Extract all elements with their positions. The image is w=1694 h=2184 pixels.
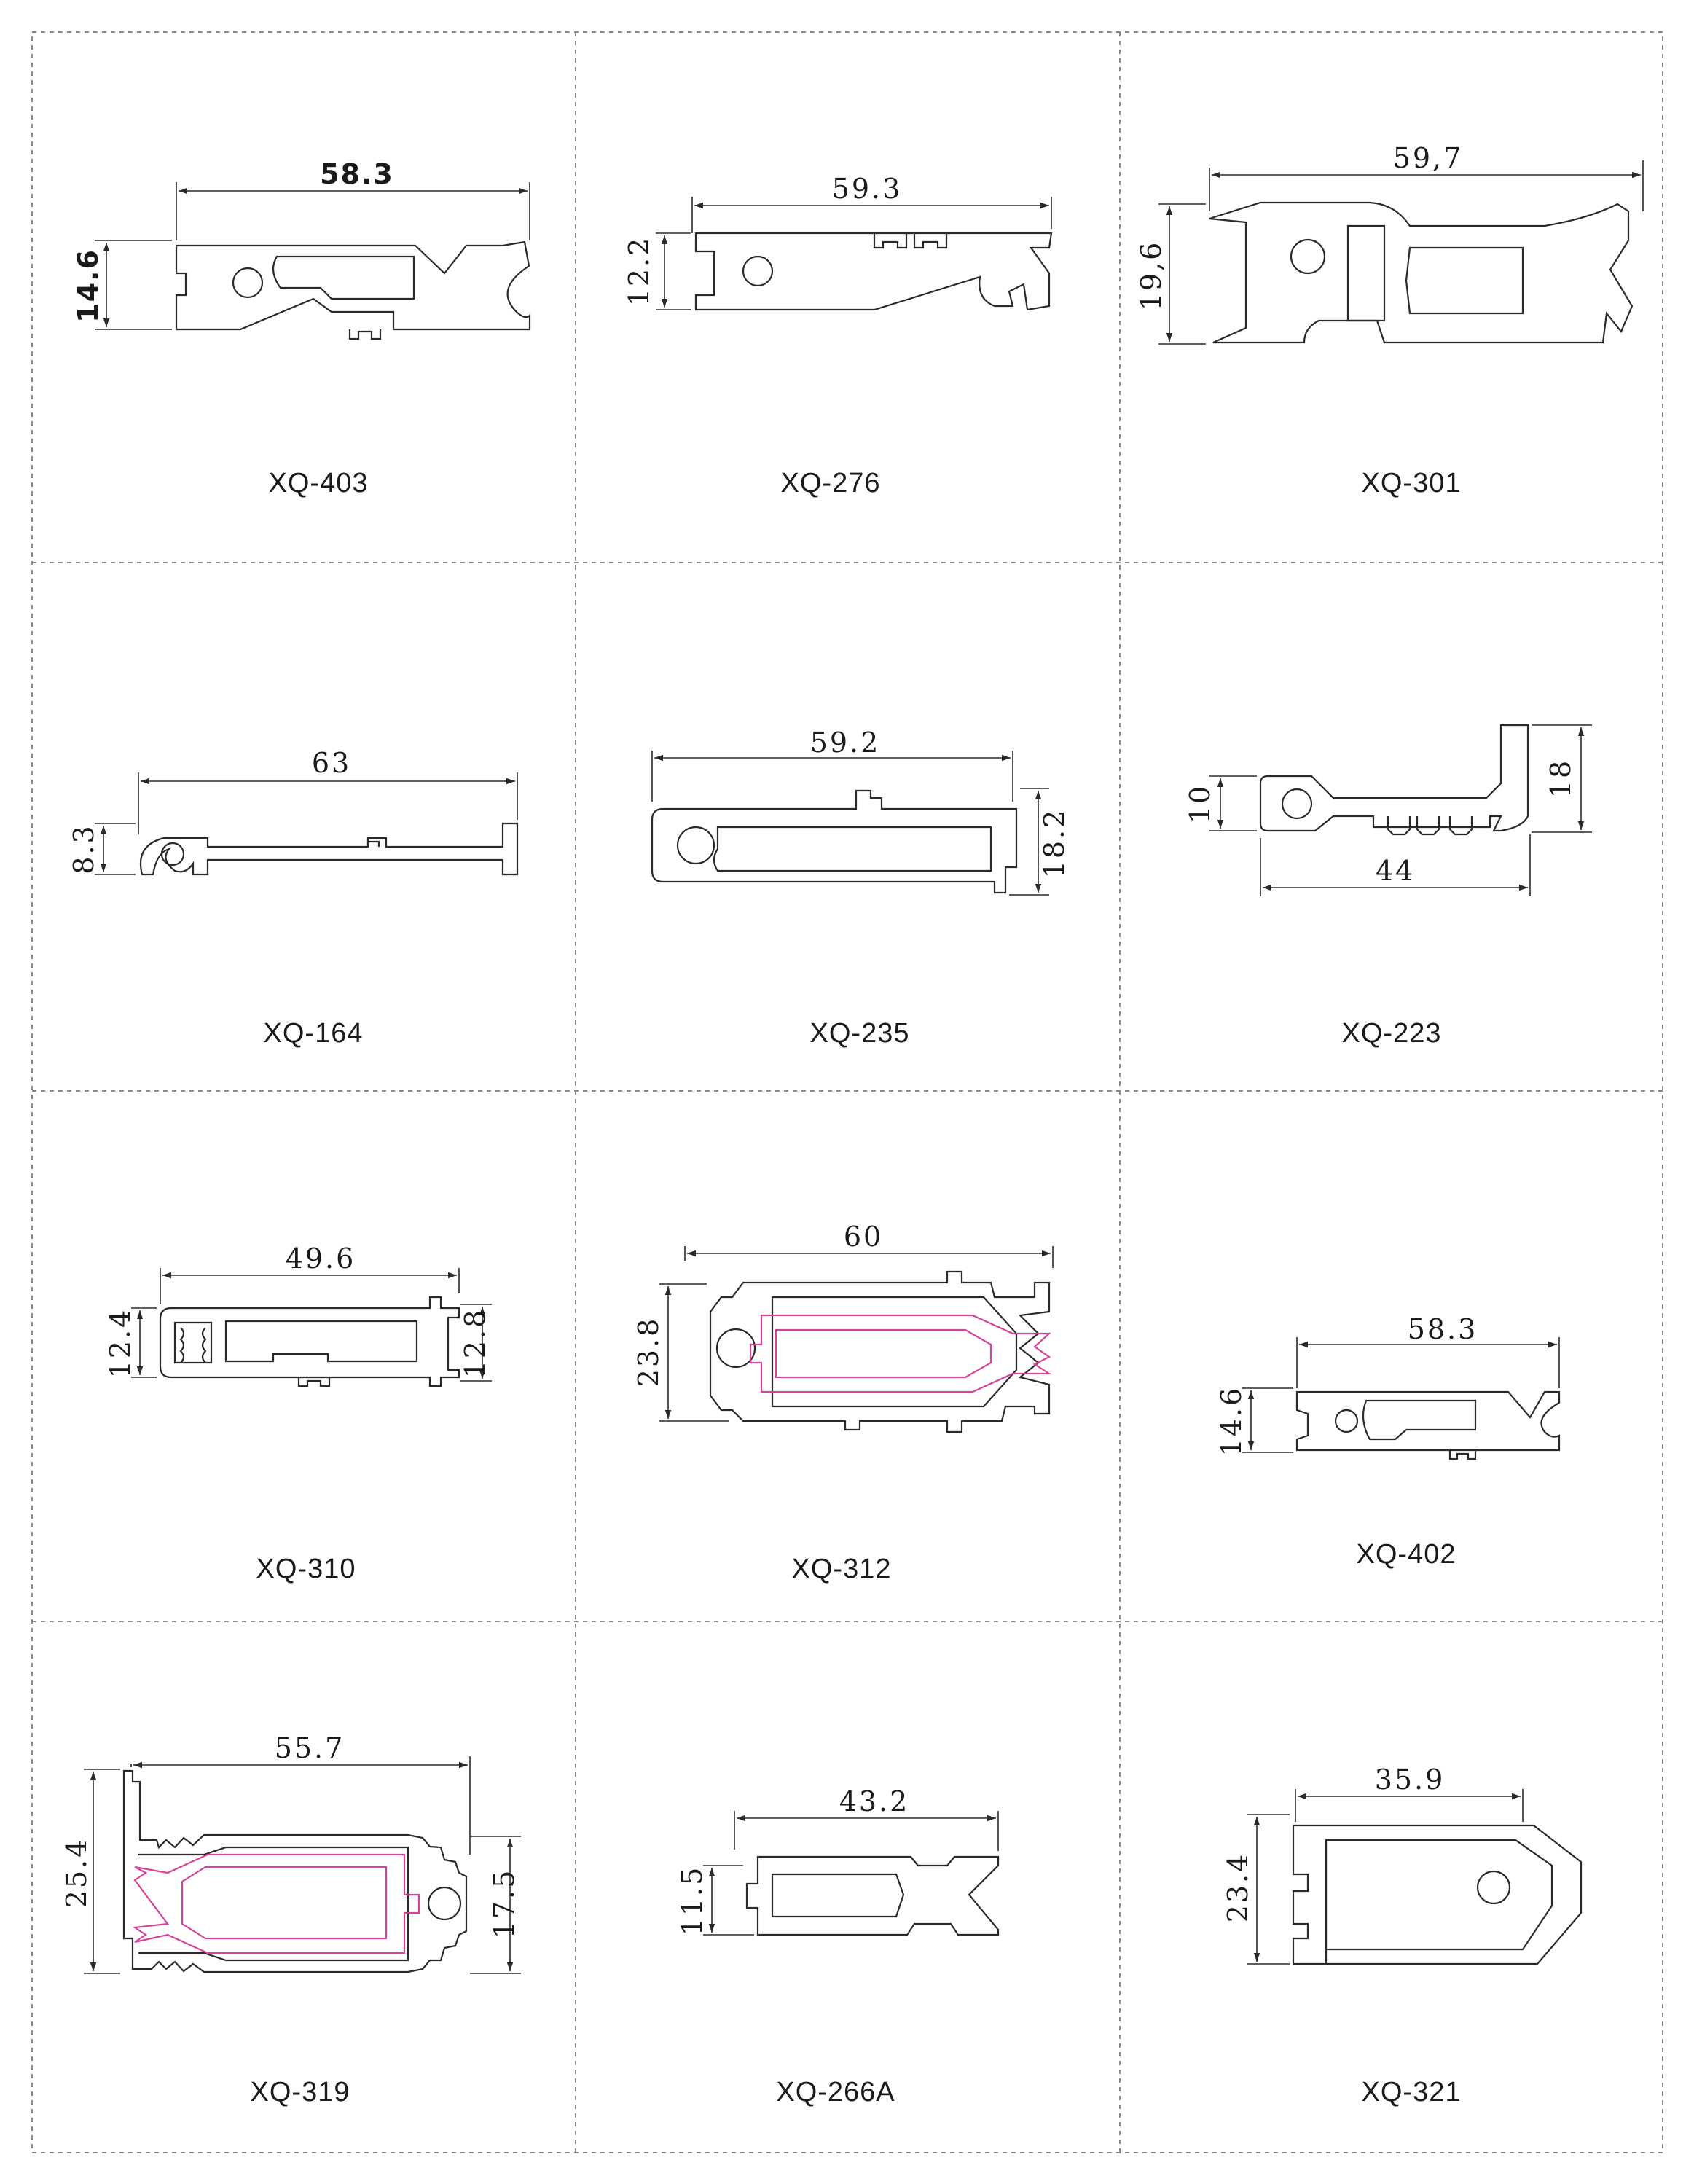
dimension-xq-164-width: 63 [312,747,351,779]
model-label-xq-319: XQ-319 [251,2077,350,2107]
dimension-xq-310-height-right: 12.8 [459,1308,491,1379]
cell-xq-266a: 43.2 11.5 XQ-266A [676,1785,1000,2107]
model-label-xq-312: XQ-312 [792,1554,892,1584]
model-label-xq-266a: XQ-266A [776,2077,895,2107]
catalog-grid [31,31,1663,2153]
model-label-xq-235: XQ-235 [810,1018,910,1049]
profile-xq-321-drawing [1292,1824,1583,1965]
dimension-xq-310-width: 49.6 [286,1242,356,1275]
model-label-xq-164: XQ-164 [264,1018,364,1049]
dimension-xq-310-height-left: 12.4 [104,1308,136,1379]
dimension-xq-319-height-right: 17.5 [488,1868,520,1939]
profile-xq-402-drawing [1295,1390,1561,1452]
dimension-xq-403-width: 58.3 [320,158,394,190]
profile-xq-235-drawing [651,789,1018,894]
dimension-xq-321-height: 23.4 [1222,1852,1254,1923]
model-label-xq-276: XQ-276 [781,468,881,498]
profile-xq-301-drawing [1209,201,1634,344]
cell-xq-402: 58.3 14.6 XQ-402 [1215,1313,1561,1570]
dimension-xq-164-height: 8.3 [68,823,100,874]
cell-xq-312: 60 23.8 XQ-312 [632,1221,1054,1584]
cell-xq-321: 35.9 23.4 XQ-321 [1222,1764,1583,2107]
profile-xq-266a-drawing [745,1855,1000,1936]
model-label-xq-301: XQ-301 [1362,468,1462,498]
model-label-xq-403: XQ-403 [269,468,369,498]
dimension-xq-223-width: 44 [1376,855,1415,887]
gasket-xq-312 [749,1314,1052,1393]
profile-xq-223-drawing [1259,724,1529,832]
dimension-xq-319-width: 55.7 [275,1732,345,1764]
dimension-xq-312-width: 60 [844,1221,883,1253]
dimension-xq-312-height: 23.8 [632,1317,664,1387]
dimension-xq-321-width: 35.9 [1375,1764,1446,1796]
model-label-xq-402: XQ-402 [1357,1539,1456,1570]
cell-xq-403: 58.3 14.6 XQ-403 [72,158,531,498]
cell-xq-235: 59.2 18.2 XQ-235 [651,727,1070,1049]
dimension-xq-319-height-left: 25.4 [60,1838,93,1909]
profile-xq-319-drawing [122,1769,468,1973]
dimension-xq-276-height: 12.2 [623,236,655,307]
dimension-xq-301-width: 59,7 [1393,142,1464,174]
dimension-xq-235-width: 59.2 [810,727,881,759]
cell-xq-223: 44 10 18 XQ-223 [1184,724,1592,1049]
profile-xq-164-drawing [139,822,519,876]
dimension-xq-301-height: 19,6 [1135,240,1167,311]
dimension-xq-266a-width: 43.2 [839,1785,910,1817]
cell-xq-310: 49.6 12.4 12.8 XQ-310 [104,1242,492,1584]
model-label-xq-223: XQ-223 [1342,1018,1442,1049]
cell-xq-301: 59,7 19,6 XQ-301 [1135,142,1644,498]
profile-xq-276-drawing [694,232,1053,311]
cell-xq-276: 59.3 12.2 XQ-276 [623,173,1053,498]
dimension-xq-235-height: 18.2 [1038,808,1070,879]
model-label-xq-310: XQ-310 [256,1554,356,1584]
profile-xq-310-drawing [159,1296,460,1387]
dimension-xq-223-height: 10 [1184,784,1216,823]
dimension-xq-402-width: 58.3 [1408,1313,1478,1345]
dimension-xq-402-height: 14.6 [1215,1386,1247,1457]
profile-xq-403-drawing [175,240,531,331]
profile-xq-312-drawing [709,1270,1051,1433]
dimension-xq-276-width: 59.3 [832,173,903,205]
gasket-xq-319 [132,1853,420,1954]
cell-xq-319: 55.7 25.4 17.5 XQ-319 [60,1732,521,2107]
model-label-xq-321: XQ-321 [1362,2077,1462,2107]
dimension-xq-223-leg-height: 18 [1545,759,1577,798]
dimension-xq-403-height: 14.6 [72,248,104,323]
cell-xq-164: 63 8.3 XQ-164 [68,747,519,1049]
dimension-xq-266a-height: 11.5 [676,1866,708,1936]
